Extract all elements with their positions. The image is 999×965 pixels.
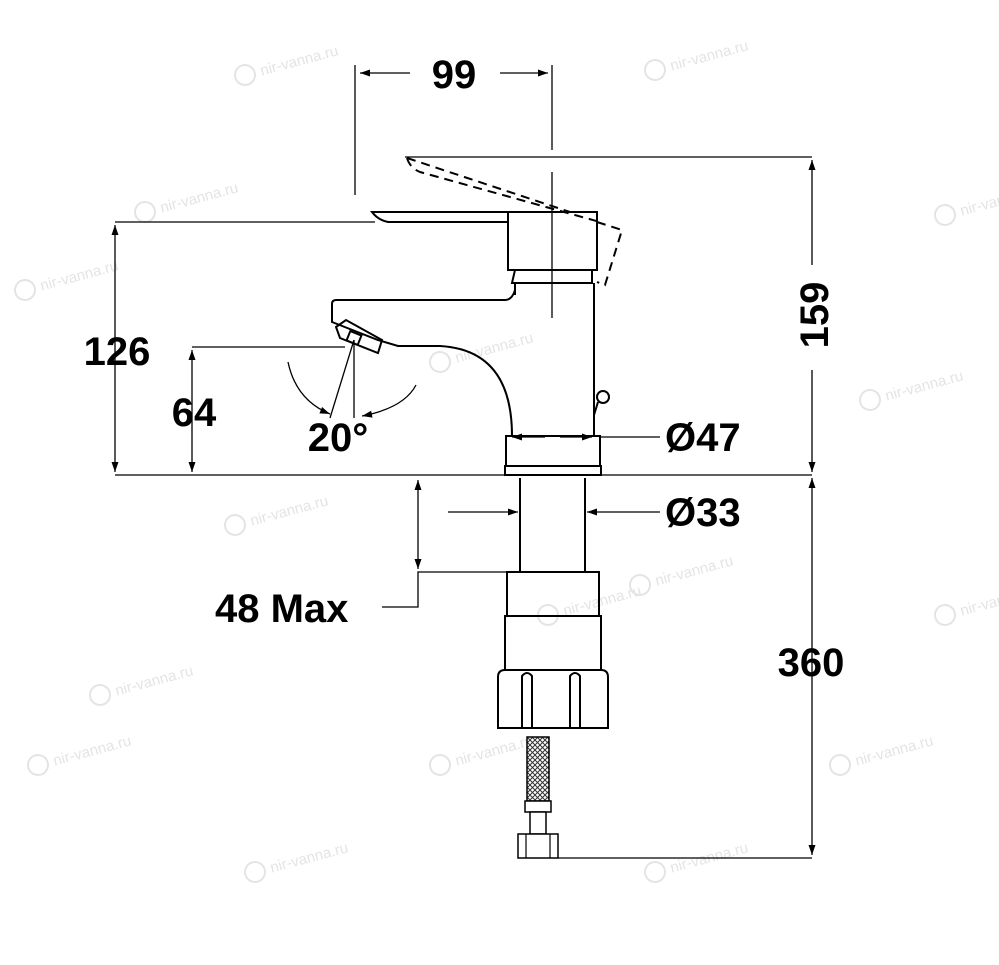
flexible-hose	[517, 736, 559, 859]
svg-text:nir-vanna.ru: nir-vanna.ru	[453, 329, 535, 366]
svg-text:nir-vanna.ru: nir-vanna.ru	[853, 732, 935, 769]
mounting-parts	[497, 478, 609, 729]
dim-hose-length: 360	[778, 641, 845, 685]
svg-text:nir-vanna.ru: nir-vanna.ru	[158, 179, 240, 216]
dim-total-height: 159	[793, 282, 837, 349]
dim-spout-reach: 99	[432, 53, 477, 97]
svg-text:nir-vanna.ru: nir-vanna.ru	[883, 367, 965, 404]
dim-outlet-height: 64	[172, 391, 217, 435]
dimension-lines	[111, 69, 816, 855]
svg-text:nir-vanna.ru: nir-vanna.ru	[38, 257, 120, 294]
svg-text:nir-vanna.ru: nir-vanna.ru	[958, 182, 999, 219]
svg-text:nir-vanna.ru: nir-vanna.ru	[668, 37, 750, 74]
dim-shank-diameter: Ø33	[665, 491, 741, 535]
svg-text:nir-vanna.ru: nir-vanna.ru	[248, 492, 330, 529]
faucet-body	[331, 157, 624, 476]
svg-text:nir-vanna.ru: nir-vanna.ru	[51, 732, 133, 769]
svg-text:nir-vanna.ru: nir-vanna.ru	[258, 42, 340, 79]
dim-body-diameter: Ø47	[665, 416, 741, 460]
dim-spout-top-height: 126	[84, 330, 151, 374]
svg-text:nir-vanna.ru: nir-vanna.ru	[268, 839, 350, 876]
svg-text:nir-vanna.ru: nir-vanna.ru	[561, 582, 643, 619]
dim-max-deck: 48 Max	[215, 587, 348, 631]
svg-text:nir-vanna.ru: nir-vanna.ru	[113, 662, 195, 699]
svg-text:nir-vanna.ru: nir-vanna.ru	[453, 732, 535, 769]
svg-text:nir-vanna.ru: nir-vanna.ru	[958, 582, 999, 619]
svg-text:nir-vanna.ru: nir-vanna.ru	[653, 552, 735, 589]
extension-lines	[115, 65, 812, 859]
dim-swivel-angle: 20°	[308, 416, 369, 460]
